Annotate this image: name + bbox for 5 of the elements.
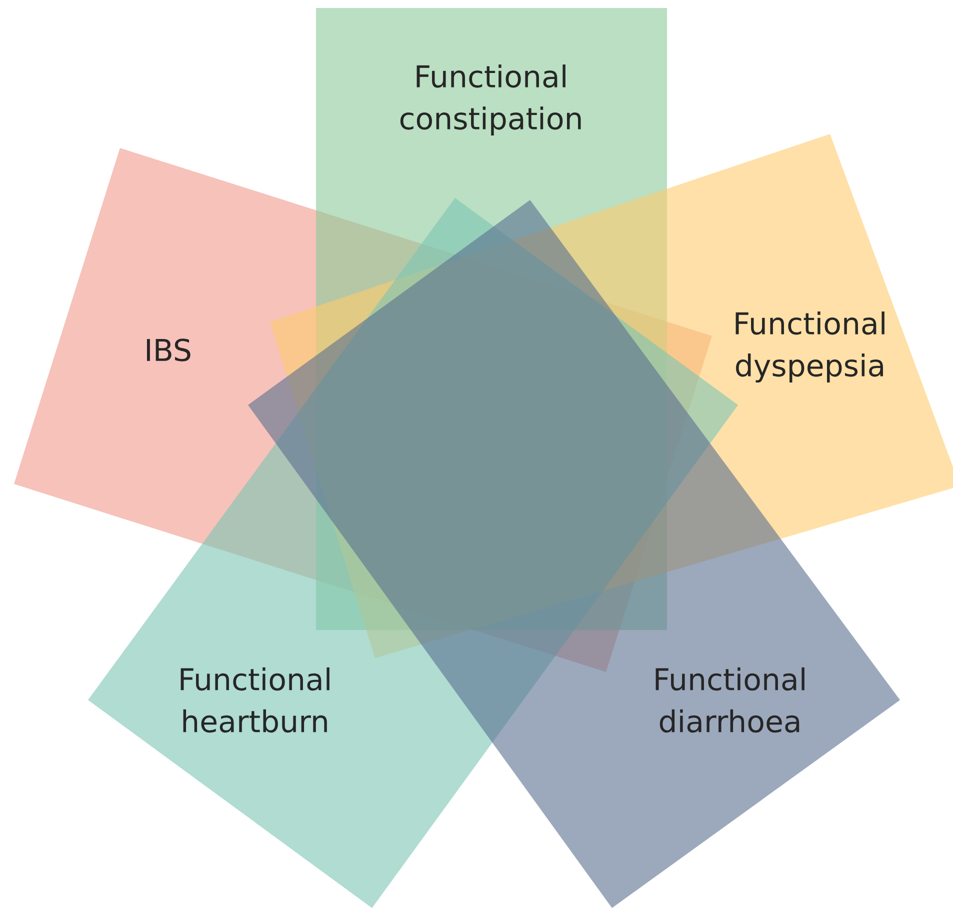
square-label: Functional heartburn [180, 667, 330, 733]
square-label: IBS [146, 338, 190, 362]
square-label: Functional diarrhoea [656, 667, 804, 733]
square-label: Functional dyspepsia [736, 311, 884, 383]
square-label: Functional constipation [400, 64, 581, 136]
